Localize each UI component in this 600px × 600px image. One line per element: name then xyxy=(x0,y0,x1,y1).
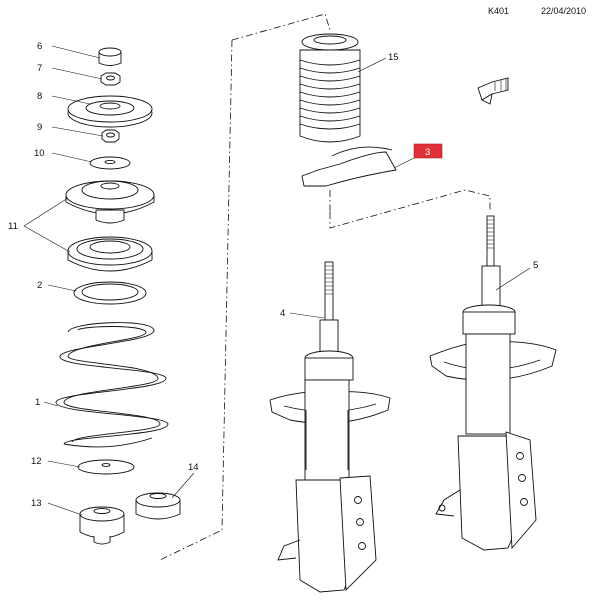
callout-11: 11 xyxy=(8,221,18,232)
part-15-dust-boot xyxy=(299,33,361,143)
callout-6: 6 xyxy=(37,41,42,52)
assembly-outline-right xyxy=(329,189,491,229)
part-8-plate xyxy=(67,95,153,128)
callout-14: 14 xyxy=(188,462,199,473)
part-14-bump-stop xyxy=(135,492,181,520)
diagram-ref: K401 xyxy=(488,6,510,16)
callout-15: 15 xyxy=(388,52,399,63)
part-11-bearing xyxy=(67,236,153,272)
callout-9: 9 xyxy=(37,122,42,133)
callout-3: 3 xyxy=(425,147,430,158)
part-10-washer xyxy=(89,156,131,170)
callout-5: 5 xyxy=(533,260,538,271)
callout-13: 13 xyxy=(31,498,42,509)
callout-2: 2 xyxy=(37,280,42,291)
part-4-shock-absorber xyxy=(269,261,391,593)
part-13-bump-stop xyxy=(79,506,125,545)
callout-8: 8 xyxy=(37,91,42,102)
callout-12: 12 xyxy=(31,456,42,467)
part-9-nut xyxy=(101,129,120,143)
assembly-outline-left xyxy=(159,13,331,561)
callout-10: 10 xyxy=(34,148,45,159)
leader-lines xyxy=(23,45,531,516)
part-6-cap xyxy=(98,47,122,66)
callout-7: 7 xyxy=(37,63,42,74)
callout-3-highlight: 3 xyxy=(413,143,443,159)
part-5-shock-absorber xyxy=(429,215,557,551)
part-7-nut xyxy=(100,72,121,86)
part-12-lower-seat xyxy=(77,459,135,475)
callout-4: 4 xyxy=(280,308,285,319)
part-3-bracket xyxy=(301,146,397,187)
callout-1: 1 xyxy=(35,397,40,408)
part-1-coil-spring xyxy=(55,322,169,448)
part-2-spring-seat xyxy=(73,281,147,305)
fwd-arrow-icon xyxy=(477,77,509,105)
part-11-strut-mount xyxy=(65,180,155,224)
diagram-date: 22/04/2010 xyxy=(541,6,587,16)
